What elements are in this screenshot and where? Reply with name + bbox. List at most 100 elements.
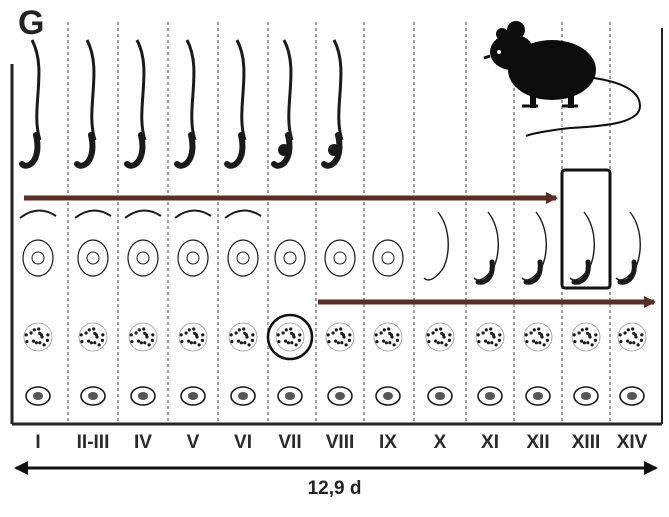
stage-column	[373, 240, 403, 405]
chromatin-dot	[85, 331, 88, 334]
chromatin-dot	[101, 333, 104, 336]
chromatin-dot	[180, 340, 183, 343]
chromatin-dot	[345, 343, 348, 346]
chromatin-dot	[533, 328, 536, 331]
chromatin-dot	[235, 331, 238, 334]
chromatin-dot	[525, 333, 528, 336]
chromatin-dot	[251, 339, 254, 342]
chromatin-dot	[578, 331, 581, 334]
chromatin-dot	[193, 332, 196, 335]
residual-body	[278, 144, 290, 156]
chromatin-dot	[348, 333, 351, 336]
stage-column	[175, 40, 211, 405]
spermatid-nucleus	[237, 252, 249, 264]
chromatin-dot	[432, 331, 435, 334]
spermatid-nucleus	[187, 252, 199, 264]
chromatin-dot	[180, 333, 183, 336]
spermatogonium-nucleus	[435, 392, 445, 400]
acrosome-cap	[175, 210, 211, 218]
chromatin-dot	[43, 343, 46, 346]
spermatogonium-nucleus	[138, 392, 148, 400]
chromatin-dot	[98, 343, 101, 346]
spermatocyte	[129, 323, 157, 351]
stage-column	[324, 40, 355, 405]
chromatin-dot	[25, 340, 28, 343]
chromatin-dot	[619, 340, 622, 343]
chromatin-dot	[382, 340, 385, 343]
chromatin-dot	[287, 341, 290, 344]
elongating-spermatid-tail	[187, 40, 195, 140]
chromatin-dot	[148, 343, 151, 346]
chromatin-dot	[290, 341, 293, 344]
chromatin-dot	[251, 333, 254, 336]
chromatin-dot	[631, 327, 634, 330]
chromatin-dot	[93, 341, 96, 344]
spermatogonium-nucleus	[383, 392, 393, 400]
chromatin-dot	[632, 332, 635, 335]
chromatin-dot	[640, 333, 643, 336]
elongating-spermatid-tail	[334, 40, 342, 140]
chromatin-dot	[624, 331, 627, 334]
spermatocyte	[524, 323, 552, 351]
round-spermatid	[178, 240, 208, 276]
chromatin-dot	[440, 332, 443, 335]
chromatin-dot	[334, 340, 337, 343]
spermatogonium-nucleus	[88, 392, 98, 400]
spermatogonium-nucleus	[581, 392, 591, 400]
stage-label: II-III	[77, 432, 110, 454]
chromatin-dot	[243, 341, 246, 344]
chromatin-dot	[627, 328, 630, 331]
chromatin-dot	[240, 341, 243, 344]
chromatin-dot	[525, 340, 528, 343]
spermatocyte	[426, 323, 454, 351]
spermatid-nucleus	[87, 252, 99, 264]
spermatid-nucleus	[137, 252, 149, 264]
spermatocyte	[24, 323, 52, 351]
stage-label: VI	[234, 432, 252, 454]
chromatin-dot	[90, 341, 93, 344]
chromatin-dot	[151, 333, 154, 336]
stage-column	[570, 212, 600, 405]
chromatin-dot	[388, 332, 391, 335]
chromatin-dot	[375, 333, 378, 336]
round-spermatid	[373, 240, 403, 276]
chromatin-dot	[434, 340, 437, 343]
stage-label: I	[35, 432, 40, 454]
round-spermatid	[128, 240, 158, 276]
chromatin-dot	[538, 332, 541, 335]
chromatin-dot	[238, 328, 241, 331]
stage-label: VIII	[326, 432, 355, 454]
chromatin-dot	[193, 341, 196, 344]
chromatin-dot	[137, 340, 140, 343]
chromatin-dot	[585, 327, 588, 330]
round-spermatid	[23, 240, 53, 276]
chromatin-dot	[92, 327, 95, 330]
chromatin-dot	[435, 328, 438, 331]
chromatin-dot	[448, 339, 451, 342]
chromatin-dot	[495, 343, 498, 346]
chromatin-dot	[340, 341, 343, 344]
spermatid-nucleus	[284, 252, 296, 264]
chromatin-dot	[80, 340, 83, 343]
chromatin-dot	[490, 341, 493, 344]
chromatin-dot	[277, 333, 280, 336]
elongating-spermatid	[424, 212, 448, 280]
chromatin-dot	[87, 340, 90, 343]
chromatin-dot	[393, 343, 396, 346]
chromatin-dot	[586, 341, 589, 344]
chromatin-dot	[385, 341, 388, 344]
chromatin-dot	[230, 340, 233, 343]
cycle-duration-label: 12,9 d	[0, 478, 669, 500]
spermatogonium-nucleus	[533, 392, 543, 400]
acrosome-cap	[75, 210, 111, 218]
acrosome-cap	[225, 210, 261, 218]
chromatin-dot	[130, 333, 133, 336]
chromatin-dot	[445, 343, 448, 346]
chromatin-dot	[490, 332, 493, 335]
chromatin-dot	[242, 327, 245, 330]
chromatin-dot	[38, 332, 41, 335]
chromatin-dot	[437, 341, 440, 344]
stage-label: XIV	[617, 432, 648, 454]
chromatin-dot	[335, 328, 338, 331]
